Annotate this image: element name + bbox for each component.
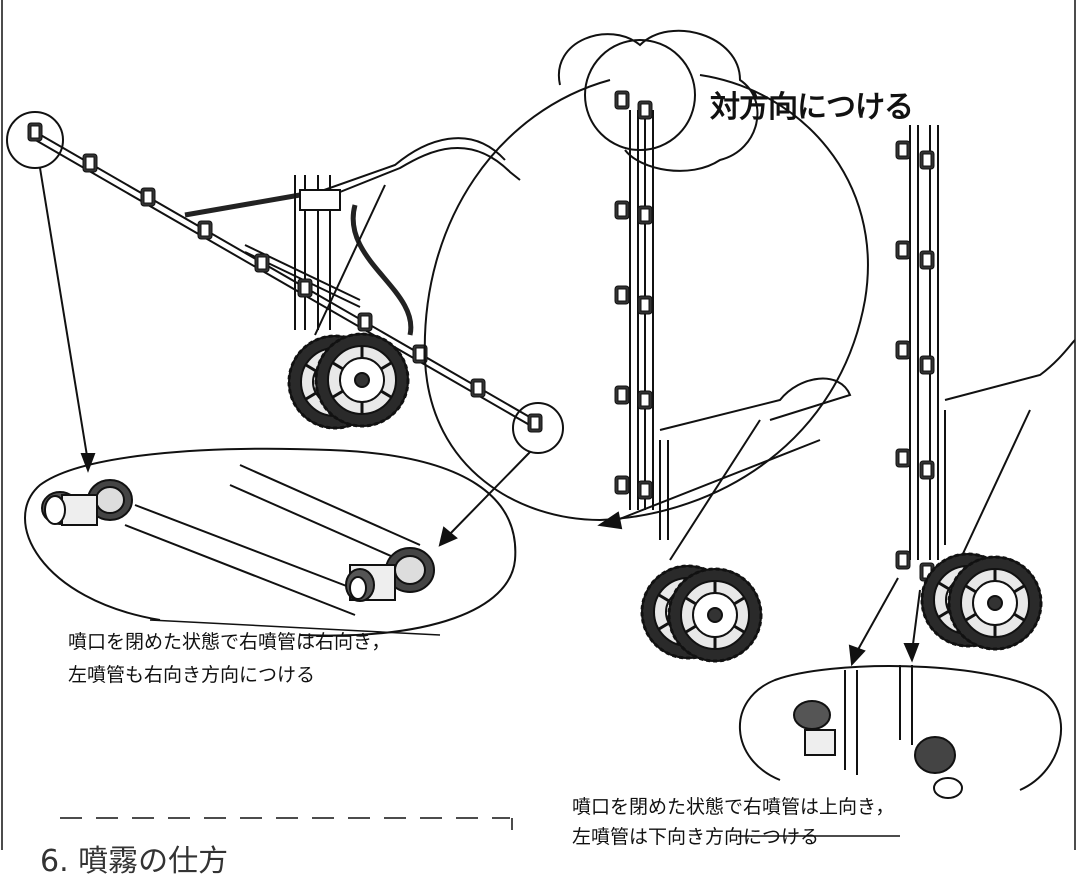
right-boom-nozzles (895, 140, 935, 582)
left-sprayer (6, 111, 564, 547)
left-nozzle-closeup (41, 479, 133, 526)
right-vertical-pipes (909, 125, 939, 560)
vertical-boom-nozzles (614, 90, 653, 500)
downward-nozzle-closeup (914, 736, 956, 774)
left-zoom-detail (24, 447, 517, 637)
left-note-line-1: 噴口を閉めた状態で右噴管は右向き， (68, 631, 391, 653)
middle-sprayer (423, 29, 869, 663)
right-zoom-detail (738, 665, 1062, 799)
horizontal-boom-pipe (31, 129, 541, 432)
upward-nozzle-closeup (793, 700, 831, 730)
right-sprayer (848, 125, 1076, 667)
right-sprayer-wheels (920, 552, 1043, 651)
spray-hose (184, 192, 414, 336)
sprayer-assembly-diagram (1, 0, 1076, 850)
top-cloud-outline (557, 29, 759, 172)
left-end-detail-circle (6, 111, 64, 169)
right-note-line-2: 左噴管は下向き方向につける (572, 826, 820, 848)
page-frame (1, 0, 1076, 850)
left-sprayer-wheels (287, 332, 410, 430)
left-note-line-2: 左噴管も右向き方向につける (68, 664, 316, 686)
section-bracket (60, 817, 513, 830)
right-nozzle-closeup (345, 547, 435, 602)
right-note-line-1: 噴口を閉めた状態で右噴管は上向き， (572, 796, 895, 818)
right-end-detail-circle (512, 402, 564, 454)
middle-sprayer-wheels (640, 564, 763, 663)
opposite-direction-label: 対方向につける (710, 90, 914, 125)
section-heading: 6. 噴霧の仕方 (40, 844, 229, 879)
middle-zoom-ellipse (423, 74, 869, 522)
sprayer-frame (244, 137, 521, 336)
boom-nozzles (27, 122, 543, 433)
